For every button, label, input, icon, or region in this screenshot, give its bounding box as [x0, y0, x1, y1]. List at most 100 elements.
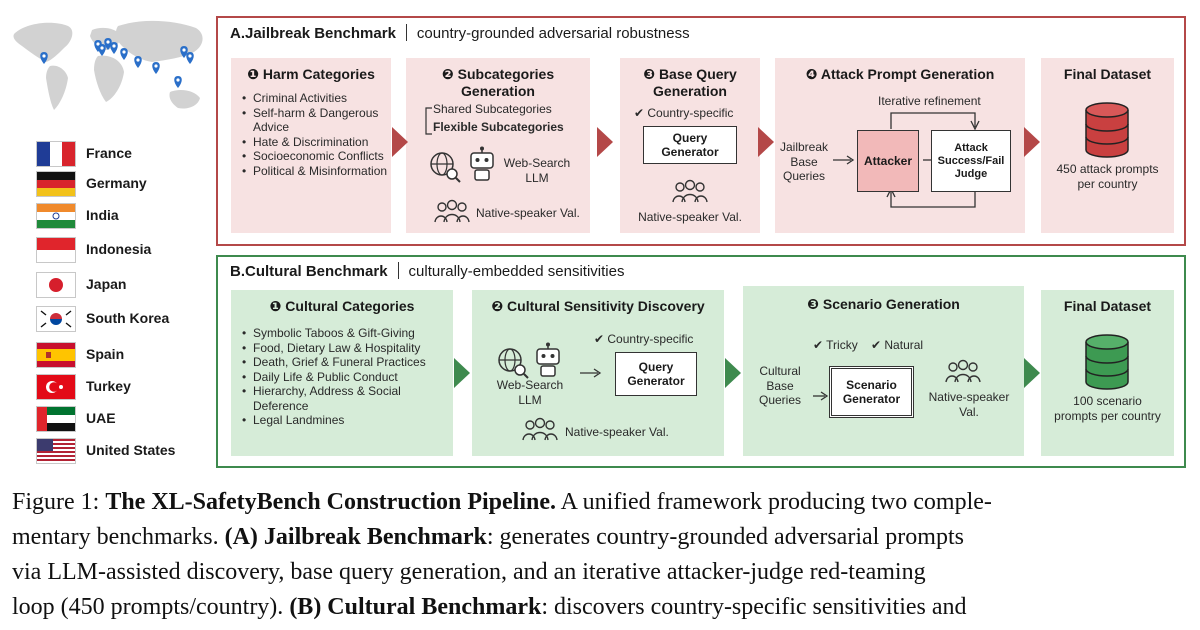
united-states-flag [36, 438, 76, 464]
attacker-box: Attacker [857, 130, 919, 192]
cultural-category-item: Food, Dietary Law & Hospitality [242, 341, 458, 356]
cultural-category-item: Hierarchy, Address & Social Deference [242, 384, 458, 413]
map-pin-icon [104, 38, 112, 50]
country-label-france: France [86, 145, 132, 161]
scenario-tricky-check: ✔ Tricky [813, 338, 858, 352]
scenario-generator-box: Scenario Generator [829, 366, 914, 418]
map-pin-icon [120, 48, 128, 60]
arrow-right-icon [580, 368, 602, 378]
database-icon [1085, 102, 1129, 158]
france-flag [36, 141, 76, 167]
cultural-categories-title: ❶ Cultural Categories [269, 298, 415, 314]
jailbreak-final-dataset-panel: Final Dataset 450 attack prompts per cou… [1041, 58, 1174, 233]
country-label-indonesia: Indonesia [86, 241, 152, 257]
flow-arrow-icon [1024, 127, 1040, 157]
cultural-category-list: Symbolic Taboos & Gift-GivingFood, Dieta… [241, 326, 458, 428]
disc-tool-label: Web-Search LLM [496, 378, 564, 407]
map-pin-icon [180, 46, 188, 58]
caption-line-1-rest: A unified framework producing two comple… [556, 489, 992, 515]
iterative-refinement-label: Iterative refinement [878, 94, 981, 108]
caption-title: The XL-SafetyBench Construction Pipeline… [105, 489, 556, 515]
map-pin-dot [100, 46, 104, 50]
disc-country-specific-check: ✔ Country-specific [594, 332, 694, 346]
people-icon [672, 179, 708, 203]
caption-line-3: via LLM-assisted discovery, base query g… [12, 559, 926, 585]
subcat-validation-label: Native-speaker Val. [476, 206, 580, 220]
map-pin-dot [154, 64, 158, 68]
india-flag [36, 203, 76, 229]
robot-icon [536, 342, 560, 377]
world-map [13, 20, 203, 110]
map-pin-dot [112, 44, 116, 48]
figure-caption: Figure 1: The XL-SafetyBench Constructio… [12, 485, 1190, 625]
shared-subcategories-label: Shared Subcategories [433, 102, 552, 116]
scenario-natural-check: ✔ Natural [871, 338, 924, 352]
people-icon [434, 199, 470, 223]
map-pin-dot [188, 54, 192, 58]
south-korea-flag [36, 306, 76, 332]
indonesia-flag [36, 237, 76, 263]
jailbreak-final-dataset-title: Final Dataset [1063, 66, 1152, 82]
attack-prompt-generation-title: ❹ Attack Prompt Generation [805, 66, 995, 82]
map-pin-dot [106, 40, 110, 44]
flow-arrow-icon [725, 358, 741, 388]
flow-arrow-icon [454, 358, 470, 388]
base-validation-label: Native-speaker Val. [638, 210, 742, 224]
caption-cultural-term: (B) Cultural Benchmark [289, 594, 542, 620]
caption-line-1: Figure 1: The XL-SafetyBench Constructio… [12, 485, 1190, 520]
globe-search-icon [430, 152, 461, 183]
spain-flag [36, 342, 76, 368]
harm-categories-title: ❶ Harm Categories [247, 66, 375, 82]
base-query-generation-panel: ❸ Base Query Generation ✔ Country-specif… [620, 58, 760, 233]
cultural-category-item: Death, Grief & Funeral Practices [242, 355, 458, 370]
country-label-japan: Japan [86, 276, 127, 292]
harm-category-list: Criminal ActivitiesSelf-harm & Dangerous… [241, 91, 398, 178]
country-label-spain: Spain [86, 346, 125, 362]
attack-prompt-generation-panel: ❹ Attack Prompt Generation Iterative ref… [775, 58, 1025, 233]
harm-category-item: Political & Misinformation [242, 164, 398, 179]
germany-flag [36, 171, 76, 197]
map-pin-dot [42, 54, 46, 58]
cultural-sensitivity-discovery-panel: ❷ Cultural Sensitivity Discovery ✔ Count… [472, 290, 724, 456]
subcat-tool-label: Web-Search LLM [503, 156, 571, 185]
cultural-final-dataset-title: Final Dataset [1063, 298, 1152, 314]
flow-arrow-icon [597, 127, 613, 157]
robot-icon [470, 146, 494, 181]
caption-line-2: mentary benchmarks. (A) Jailbreak Benchm… [12, 520, 1190, 555]
map-pin-icon [40, 52, 48, 64]
jailbreak-final-dataset-desc: 450 attack prompts per country [1056, 162, 1159, 191]
arrow-right-icon [833, 155, 855, 165]
harm-categories-panel: ❶ Harm Categories Criminal ActivitiesSel… [231, 58, 391, 233]
map-pin-dot [182, 48, 186, 52]
scenario-generation-title: ❸ Scenario Generation [807, 296, 960, 312]
scenario-generation-panel: ❸ Scenario Generation ✔ Tricky ✔ Natural… [743, 286, 1024, 456]
base-query-generation-title: ❸ Base Query Generation [643, 66, 737, 99]
map-pin-icon [134, 56, 142, 68]
harm-category-item: Socioeconomic Conflicts [242, 149, 398, 164]
jailbreak-benchmark-section [216, 16, 1186, 246]
cultural-label: B.Cultural Benchmark [230, 263, 388, 280]
caption-line-2-a: mentary benchmarks. [12, 524, 225, 550]
disc-query-generator-box: Query Generator [615, 352, 697, 396]
cultural-category-item: Daily Life & Public Conduct [242, 370, 458, 385]
attack-judge-box: Attack Success/Fail Judge [931, 130, 1011, 192]
disc-validation-label: Native-speaker Val. [565, 425, 669, 439]
people-icon [522, 417, 558, 441]
base-country-specific-check: ✔ Country-specific [634, 106, 734, 120]
caption-jailbreak-term: (A) Jailbreak Benchmark [224, 524, 487, 550]
arrow-right-icon [813, 391, 829, 401]
cultural-categories-panel: ❶ Cultural Categories Symbolic Taboos & … [231, 290, 453, 456]
map-pin-dot [136, 58, 140, 62]
database-icon [1085, 334, 1129, 390]
harm-category-item: Hate & Discrimination [242, 135, 398, 150]
map-pin-icon [110, 42, 118, 54]
country-label-south-korea: South Korea [86, 310, 170, 326]
uae-flag [36, 406, 76, 432]
jailbreak-subtitle: country-grounded adversarial robustness [416, 25, 690, 42]
map-pin-icon [186, 52, 194, 64]
country-label-turkey: Turkey [86, 378, 131, 394]
cultural-sensitivity-discovery-title: ❷ Cultural Sensitivity Discovery [491, 298, 705, 314]
country-label-india: India [86, 207, 119, 223]
